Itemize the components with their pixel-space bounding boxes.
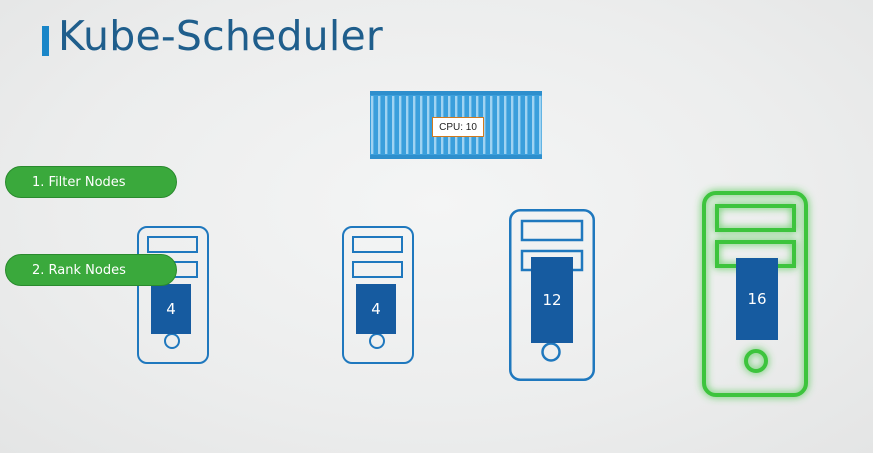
server-icon — [342, 226, 414, 364]
pod-container-icon — [370, 91, 542, 159]
node-capacity-4: 16 — [736, 258, 778, 340]
node-server-2: 4 — [342, 226, 414, 364]
page-title: Kube-Scheduler — [58, 12, 383, 60]
node-capacity-1: 4 — [151, 284, 191, 334]
node-capacity-2: 4 — [356, 284, 396, 334]
step-rank-nodes: 2. Rank Nodes — [5, 254, 177, 286]
node-server-1: 4 — [137, 226, 209, 364]
cpu-requirement-label: CPU: 10 — [432, 117, 484, 137]
server-icon — [702, 191, 808, 397]
node-server-3: 12 — [509, 209, 595, 381]
step-filter-nodes: 1. Filter Nodes — [5, 166, 177, 198]
node-server-4-selected: 16 — [702, 191, 808, 397]
node-capacity-3: 12 — [531, 257, 573, 343]
title-accent-bar — [42, 26, 49, 56]
